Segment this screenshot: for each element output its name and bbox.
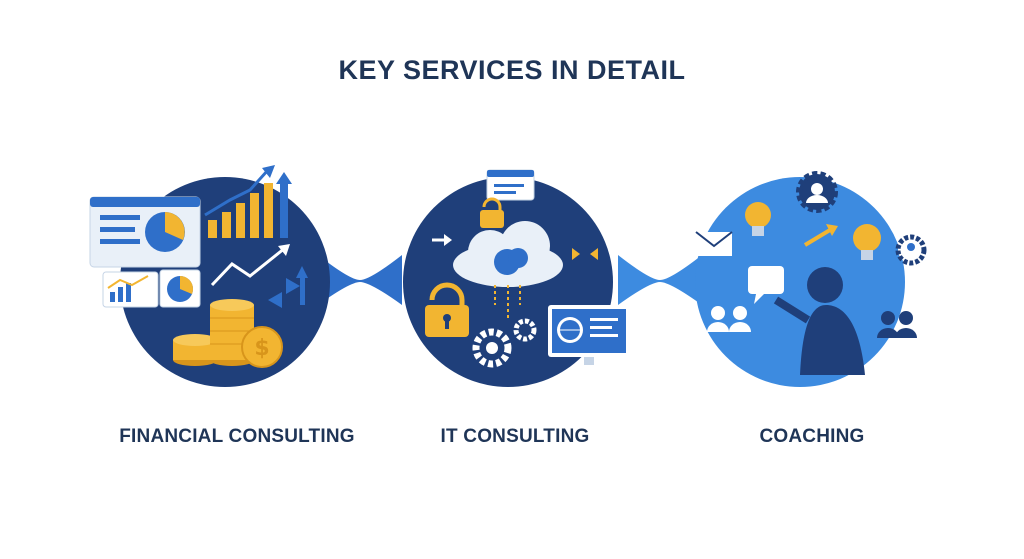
page-title: KEY SERVICES IN DETAIL: [338, 55, 686, 85]
growth-arrow-icon: [210, 244, 290, 287]
envelope-icon: [695, 231, 733, 256]
padlock-large-icon: [425, 282, 469, 337]
arrow-up-icon: [803, 224, 838, 247]
gear-icon: [472, 318, 537, 368]
gear-user-icon: [796, 171, 927, 266]
exchange-icon: [268, 266, 308, 308]
monitor-globe-icon: [548, 305, 630, 365]
lightbulb-icon: [745, 202, 881, 260]
sync-arrow-icon: [432, 234, 598, 260]
svg-text:$: $: [254, 336, 269, 361]
coin-stack-icon: [173, 299, 254, 366]
connector-right: [618, 255, 702, 305]
dollar-coin-icon: $: [241, 326, 283, 368]
service-label-coaching: COACHING: [759, 426, 865, 447]
dashboard-icon: [89, 196, 201, 268]
coaching-circle: [695, 177, 905, 387]
browser-window-icon: [486, 169, 535, 201]
person-silhouette-icon: [773, 267, 865, 375]
cloud-icon: [453, 221, 563, 320]
bar-chart-icon: [204, 165, 292, 238]
pie-chart-icon: [159, 269, 201, 308]
service-label-it-consulting: IT CONSULTING: [440, 426, 590, 447]
speech-bubble-icon: [748, 266, 784, 304]
service-label-financial-consulting: FINANCIAL CONSULTING: [119, 426, 355, 447]
connector-left: [318, 255, 402, 305]
audience-icon: [707, 306, 917, 338]
line-chart-icon: [102, 271, 159, 308]
padlock-icon: [480, 197, 504, 228]
